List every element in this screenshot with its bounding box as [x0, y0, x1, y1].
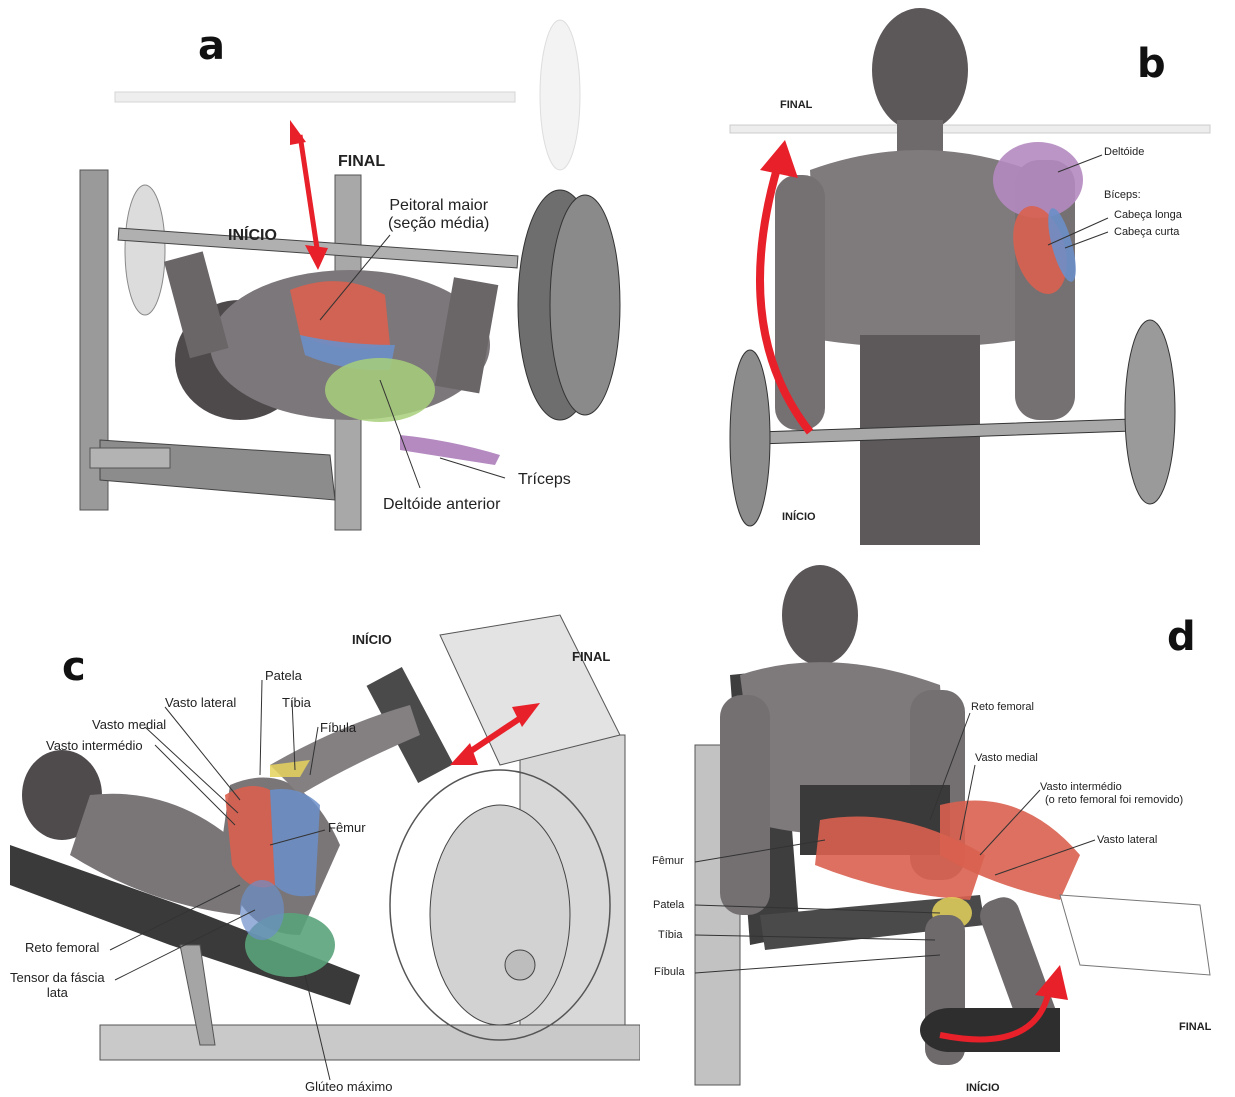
- label-tensor-line2: lata: [10, 986, 105, 1001]
- label-triceps: Tríceps: [518, 471, 571, 489]
- label-vasto-intermedio: Vasto intermédio (o reto femoral foi rem…: [1040, 781, 1183, 806]
- label-femur: Fêmur: [328, 821, 366, 836]
- label-vasto-intermedio: Vasto intermédio: [46, 739, 143, 754]
- label-gluteo-maximo: Glúteo máximo: [305, 1080, 392, 1095]
- panel-letter-d: d: [1167, 617, 1196, 657]
- panel-b-biceps-curl: b FINAL INÍCIO Deltóide Bíceps: Cabeça l…: [690, 0, 1235, 545]
- label-vasto-lateral: Vasto lateral: [1097, 834, 1157, 847]
- lifter-head: [782, 565, 858, 665]
- lifter-arm-left: [720, 695, 770, 915]
- label-tensor-line1: Tensor da fáscia: [10, 971, 105, 986]
- label-reto-femoral: Reto femoral: [25, 941, 99, 956]
- lifter-head: [872, 8, 968, 132]
- label-vasto-medial: Vasto medial: [92, 718, 166, 733]
- bench-press-illustration: [0, 0, 640, 545]
- tensor-fasciae-latae: [240, 880, 284, 940]
- label-patela: Patela: [653, 899, 684, 912]
- panel-letter-c: c: [62, 647, 86, 687]
- panel-d-leg-extension: d Reto femoral Vasto medial Vasto interm…: [640, 555, 1235, 1097]
- label-final: FINAL: [1179, 1021, 1211, 1034]
- label-cabeca-curta: Cabeça curta: [1114, 226, 1179, 239]
- label-tensor-fascia-lata: Tensor da fáscia lata: [10, 971, 105, 1001]
- label-final: FINAL: [780, 99, 812, 112]
- final-leg-outline: [1060, 895, 1210, 975]
- label-vasto-intermedio-line2: (o reto femoral foi removido): [1040, 794, 1183, 807]
- left-plate: [730, 350, 770, 526]
- label-fibula: Fíbula: [320, 721, 356, 736]
- panel-letter-a: a: [198, 26, 225, 66]
- panel-letter-b: b: [1137, 44, 1166, 84]
- label-reto-femoral: Reto femoral: [971, 701, 1034, 714]
- panel-a-bench-press: a INÍCIO FINAL Peitoral maior (seção méd…: [0, 0, 640, 545]
- label-final: FINAL: [338, 153, 385, 171]
- label-deltoide-anterior: Deltóide anterior: [383, 496, 500, 514]
- left-plate: [125, 185, 165, 315]
- label-inicio: INÍCIO: [352, 633, 392, 648]
- label-fibula: Fíbula: [654, 966, 685, 979]
- label-deltoide: Deltóide: [1104, 146, 1144, 159]
- label-inicio: INÍCIO: [228, 227, 277, 245]
- right-plate: [1125, 320, 1175, 504]
- label-vasto-intermedio-line1: Vasto intermédio: [1040, 781, 1183, 794]
- deltoid-muscle: [993, 142, 1083, 218]
- weight-plate: [430, 805, 570, 1025]
- label-inicio: INÍCIO: [782, 511, 816, 524]
- movement-arrow: [300, 135, 318, 255]
- machine-base: [100, 1025, 640, 1060]
- leg-extension-illustration: [640, 555, 1235, 1097]
- label-peitoral-line2: (seção média): [388, 215, 489, 233]
- label-vasto-medial: Vasto medial: [975, 752, 1038, 765]
- label-tibia: Tíbia: [282, 696, 311, 711]
- triceps-muscle: [400, 435, 500, 465]
- label-peitoral-maior: Peitoral maior (seção média): [388, 197, 489, 234]
- final-barbell: [730, 125, 1210, 133]
- label-final: FINAL: [572, 650, 610, 665]
- label-cabeca-longa: Cabeça longa: [1114, 209, 1182, 222]
- label-femur: Fêmur: [652, 855, 684, 868]
- panel-c-leg-press: c INÍCIO FINAL Patela Vasto lateral Tíbi…: [0, 555, 640, 1097]
- label-inicio: INÍCIO: [966, 1082, 1000, 1095]
- deltoid-highlight: [325, 358, 435, 422]
- label-tibia: Tíbia: [658, 929, 682, 942]
- label-vasto-lateral: Vasto lateral: [165, 696, 236, 711]
- label-patela: Patela: [265, 669, 302, 684]
- bench-foot: [90, 448, 170, 468]
- label-peitoral-line1: Peitoral maior: [388, 197, 489, 215]
- label-biceps: Bíceps:: [1104, 189, 1141, 202]
- leg-press-illustration: [0, 555, 640, 1097]
- faint-plate: [540, 20, 580, 170]
- racked-barbell: [115, 92, 515, 102]
